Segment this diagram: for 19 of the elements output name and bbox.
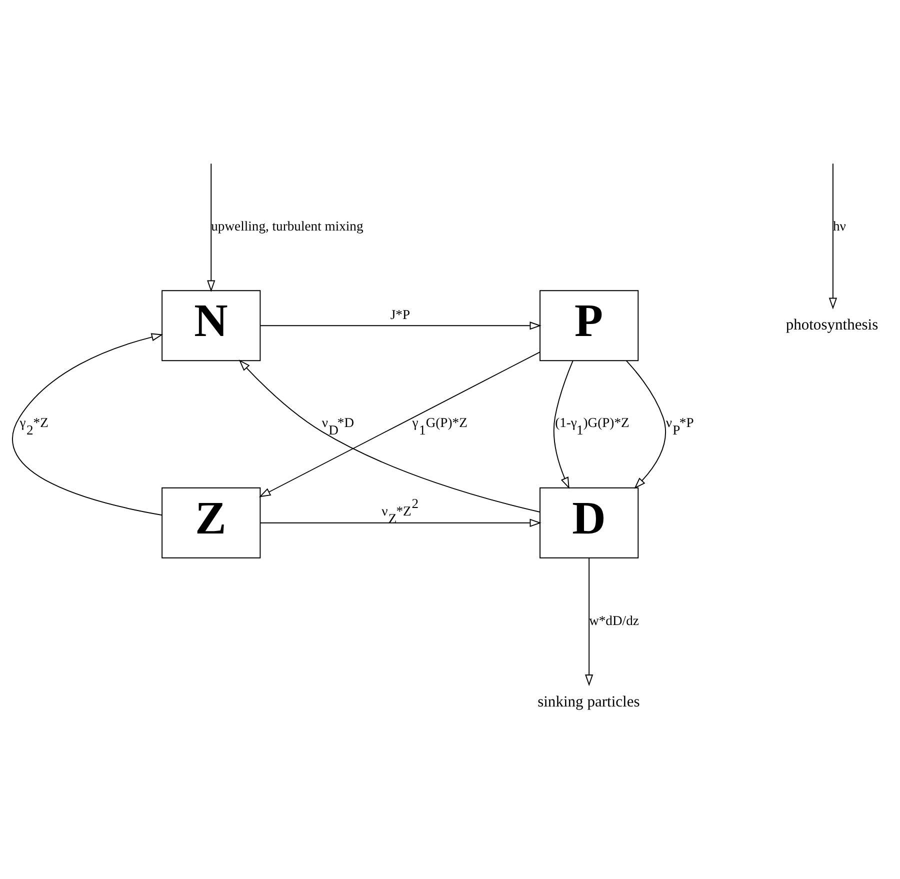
node-box: N xyxy=(162,290,261,361)
node-text: photosynthesis xyxy=(786,316,878,333)
node-box: Z xyxy=(162,486,261,558)
node-box: D xyxy=(540,486,639,558)
edge-label: w*dD/dz xyxy=(589,612,639,628)
node-text: sinking particles xyxy=(538,692,640,710)
arrow xyxy=(626,360,666,488)
arrow xyxy=(207,162,216,292)
arrow xyxy=(238,359,540,512)
arrow xyxy=(828,162,838,309)
arrow xyxy=(258,351,540,497)
arrow xyxy=(12,332,164,516)
edge-label: J*P xyxy=(390,306,410,322)
node-box: P xyxy=(540,290,639,361)
arrow xyxy=(553,360,574,488)
arrow xyxy=(260,518,542,526)
arrow xyxy=(585,557,594,686)
edge-label: upwelling, turbulent mixing xyxy=(211,218,364,234)
arrow xyxy=(260,321,542,330)
